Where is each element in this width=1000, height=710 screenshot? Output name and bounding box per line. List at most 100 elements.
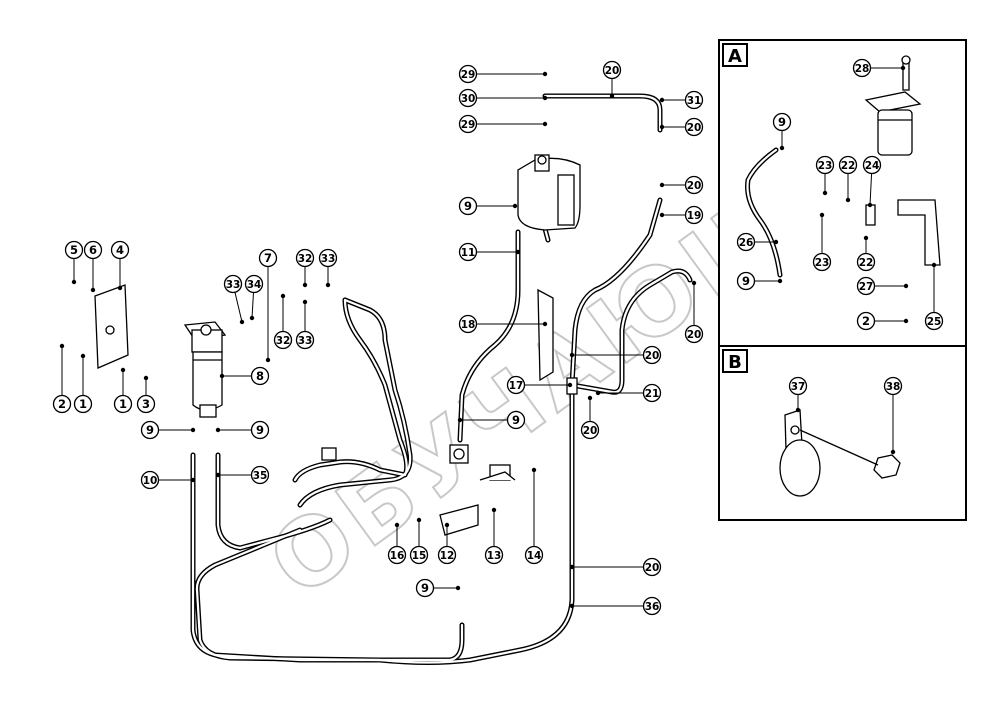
callout-number: 22	[841, 160, 856, 172]
callout-c7[interactable]: 7	[258, 248, 278, 268]
callout-c14[interactable]: 14	[524, 545, 544, 565]
part-point-a25	[931, 262, 937, 268]
callout-c33c[interactable]: 33	[295, 330, 315, 350]
callout-a22a[interactable]: 22	[838, 155, 858, 175]
callout-c18[interactable]: 18	[458, 314, 478, 334]
fuel-filter-head	[183, 321, 227, 353]
callout-c8[interactable]: 8	[250, 366, 270, 386]
callout-a28[interactable]: 28	[852, 58, 872, 78]
callout-a27[interactable]: 27	[856, 276, 876, 296]
callout-c32a[interactable]: 32	[295, 248, 315, 268]
callout-a25[interactable]: 25	[924, 311, 944, 331]
callout-number: 33	[298, 335, 313, 347]
callout-c34[interactable]: 34	[244, 274, 264, 294]
callout-c20f[interactable]: 20	[580, 420, 600, 440]
callout-number: 9	[512, 413, 520, 427]
callout-c10[interactable]: 10	[140, 470, 160, 490]
part-point-a24	[867, 202, 873, 208]
part-point-c30	[542, 95, 548, 101]
callout-c20g[interactable]: 20	[642, 557, 662, 577]
callout-number: 15	[412, 550, 427, 562]
part-point-c20e	[691, 280, 697, 286]
callout-c2a[interactable]: 2	[52, 394, 72, 414]
callout-c15[interactable]: 15	[409, 545, 429, 565]
callout-c20e[interactable]: 20	[684, 324, 704, 344]
callout-a9b[interactable]: 9	[736, 271, 756, 291]
part-point-c35	[215, 472, 221, 478]
part-point-c20a	[609, 93, 615, 99]
bracket-18	[537, 288, 554, 382]
part-point-c9c	[190, 427, 196, 433]
callout-c11[interactable]: 11	[458, 242, 478, 262]
part-point-c20g	[569, 564, 575, 570]
callout-c1a[interactable]: 1	[73, 394, 93, 414]
callout-a9a[interactable]: 9	[772, 112, 792, 132]
callout-number: 20	[645, 562, 660, 574]
callout-c17[interactable]: 17	[506, 375, 526, 395]
callout-number: 3	[142, 397, 150, 411]
part-point-c32a	[302, 282, 308, 288]
callout-c9e[interactable]: 9	[415, 578, 435, 598]
callout-b37[interactable]: 37	[788, 376, 808, 396]
detail-b-clamp-37	[779, 409, 821, 497]
detail-b-tag: B	[722, 349, 748, 373]
callout-number: 33	[226, 279, 241, 291]
callout-c35[interactable]: 35	[250, 465, 270, 485]
callout-c21[interactable]: 21	[642, 383, 662, 403]
callout-number: 23	[818, 160, 833, 172]
callout-b38[interactable]: 38	[883, 376, 903, 396]
callout-c29a[interactable]: 29	[458, 64, 478, 84]
part-point-c20d	[569, 352, 575, 358]
part-point-a22a	[845, 197, 851, 203]
callout-c6[interactable]: 6	[83, 240, 103, 260]
callout-c33b[interactable]: 33	[223, 274, 243, 294]
callout-c29b[interactable]: 29	[458, 114, 478, 134]
callout-a26[interactable]: 26	[736, 232, 756, 252]
callout-c31[interactable]: 31	[684, 90, 704, 110]
callout-number: 11	[461, 247, 476, 259]
callout-c36[interactable]: 36	[642, 596, 662, 616]
callout-number: 29	[461, 69, 476, 81]
detail-a-clamp-24	[865, 204, 876, 226]
callout-c19[interactable]: 19	[684, 205, 704, 225]
callout-c1b[interactable]: 1	[113, 394, 133, 414]
callout-c5[interactable]: 5	[64, 240, 84, 260]
part-point-a9b	[777, 278, 783, 284]
callout-c33a[interactable]: 33	[318, 248, 338, 268]
callout-c9c[interactable]: 9	[140, 420, 160, 440]
part-point-c34	[249, 315, 255, 321]
callout-c3[interactable]: 3	[136, 394, 156, 414]
callout-c20a[interactable]: 20	[602, 60, 622, 80]
callout-c9b[interactable]: 9	[506, 410, 526, 430]
callout-c4[interactable]: 4	[110, 240, 130, 260]
callout-c20b[interactable]: 20	[684, 117, 704, 137]
part-point-c32b	[280, 293, 286, 299]
callout-c30[interactable]: 30	[458, 88, 478, 108]
callout-c32b[interactable]: 32	[273, 330, 293, 350]
callout-number: 2	[862, 314, 870, 328]
callout-number: 8	[256, 369, 264, 383]
callout-a23a[interactable]: 23	[815, 155, 835, 175]
callout-c9a[interactable]: 9	[458, 196, 478, 216]
callout-number: 27	[859, 281, 874, 293]
callout-c13[interactable]: 13	[484, 545, 504, 565]
callout-c20d[interactable]: 20	[642, 345, 662, 365]
part-point-a22b	[863, 235, 869, 241]
callout-number: 32	[276, 335, 291, 347]
part-point-c3	[143, 375, 149, 381]
callout-number: 13	[487, 550, 502, 562]
callout-a24[interactable]: 24	[862, 155, 882, 175]
callout-c9d[interactable]: 9	[250, 420, 270, 440]
callout-a22b[interactable]: 22	[856, 252, 876, 272]
callout-c16[interactable]: 16	[387, 545, 407, 565]
fuel-filter-8	[192, 351, 223, 418]
callout-number: 22	[859, 257, 874, 269]
callout-c12[interactable]: 12	[437, 545, 457, 565]
callout-number: 4	[116, 243, 124, 257]
callout-a2[interactable]: 2	[856, 311, 876, 331]
callout-c20c[interactable]: 20	[684, 175, 704, 195]
part-point-c10	[190, 477, 196, 483]
callout-a23b[interactable]: 23	[812, 252, 832, 272]
callout-number: 1	[119, 397, 127, 411]
part-point-a27	[903, 283, 909, 289]
